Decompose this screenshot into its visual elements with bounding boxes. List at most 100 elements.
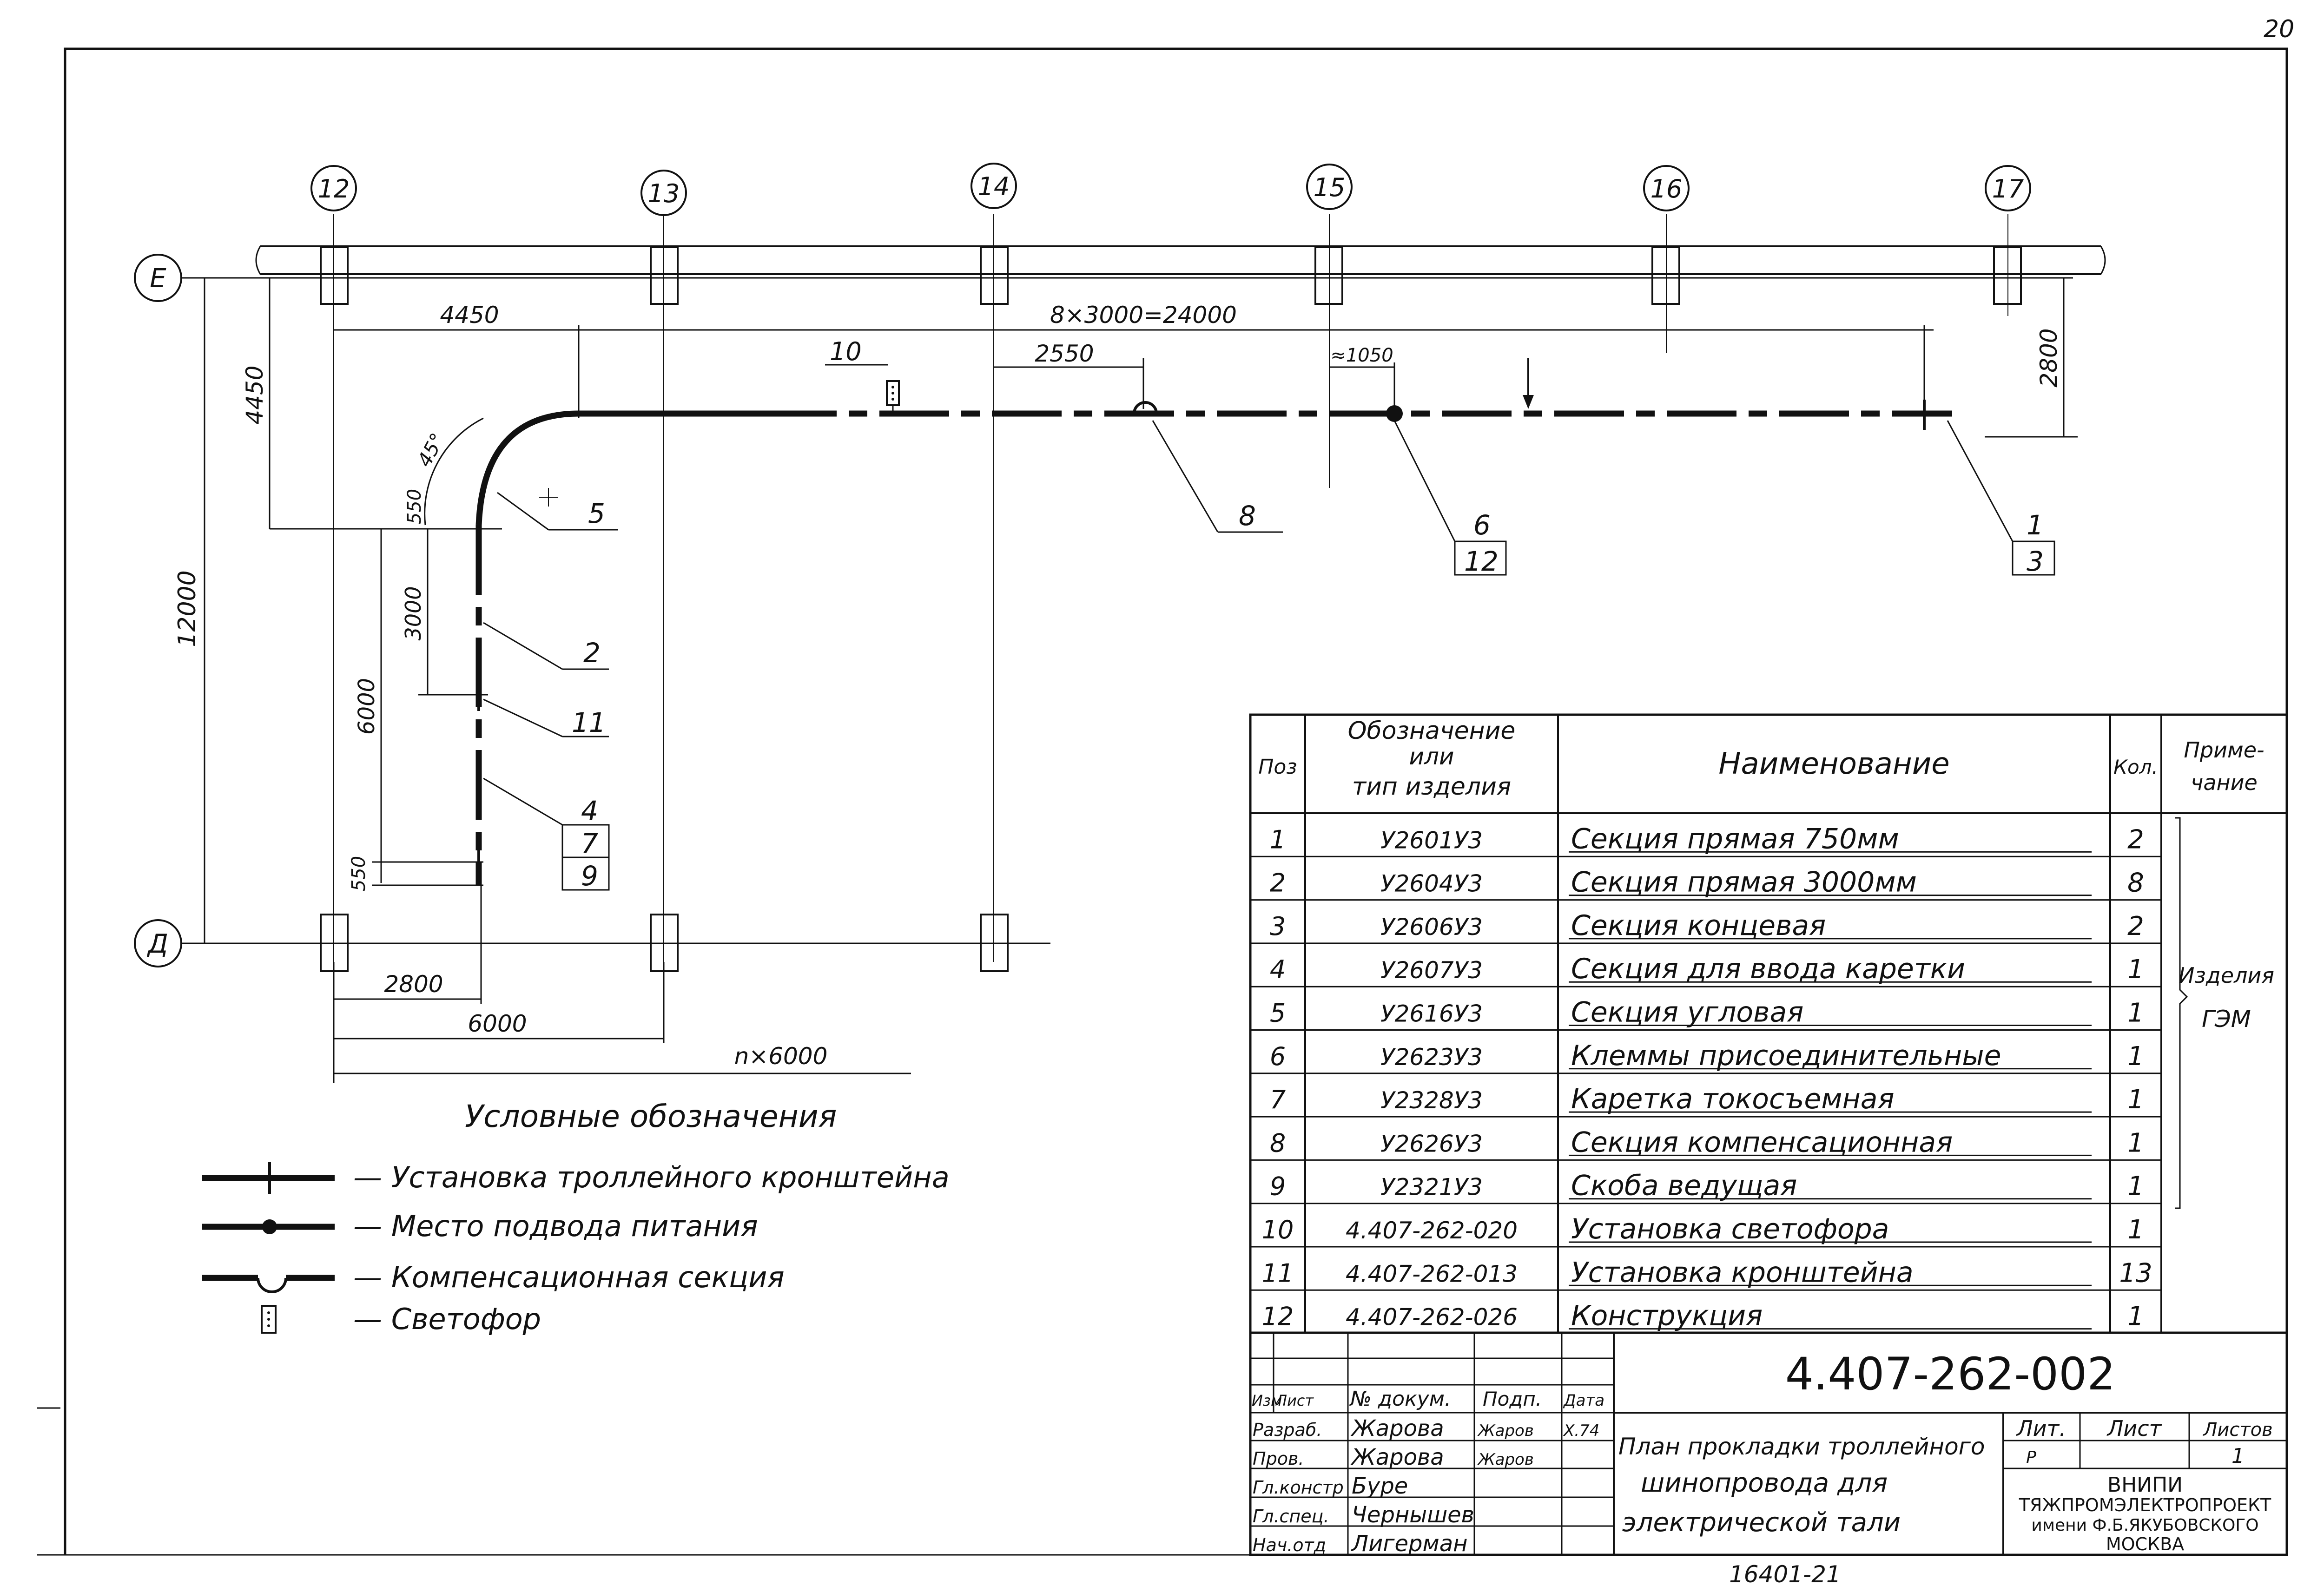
tb-org: ВНИПИ xyxy=(2107,1473,2183,1497)
spec-row-name: Секция прямая 750мм xyxy=(1571,823,1899,855)
spec-row-qty: 2 xyxy=(2127,911,2144,941)
dim-2800-h: 2800 xyxy=(384,971,443,998)
spec-row-code: У2328У3 xyxy=(1380,1087,1483,1114)
spec-row-code: У2607У3 xyxy=(1380,957,1483,984)
spec-header-designation: Обозначение xyxy=(1348,717,1516,745)
tb-role: Пров. xyxy=(1253,1448,1304,1469)
spec-row-qty: 13 xyxy=(2119,1258,2152,1288)
page-number: 20 xyxy=(2264,15,2294,43)
callout-9: 9 xyxy=(581,860,598,892)
legend-title: Условные обозначения xyxy=(465,1099,837,1134)
axis-bubble xyxy=(310,165,357,211)
spec-row-qty: 2 xyxy=(2127,824,2144,855)
dim-550-bot: 550 xyxy=(348,856,370,891)
spec-row-pos: 3 xyxy=(1270,912,1286,941)
spec-row-pos: 9 xyxy=(1270,1172,1286,1201)
axis-label: 14 xyxy=(978,172,1010,201)
spec-row-name: Конструкция xyxy=(1571,1300,1763,1332)
traffic-light-icon xyxy=(261,1305,277,1334)
legend: Условные обозначения — Установка троллей… xyxy=(202,1099,950,1336)
spec-row-qty: 1 xyxy=(2127,954,2144,985)
spec-row-name: Секция угловая xyxy=(1571,996,1803,1029)
tb-title: шинопровода для xyxy=(1641,1468,1888,1498)
tb-title: План прокладки троллейного xyxy=(1618,1433,1985,1460)
spec-row-qty: 1 xyxy=(2127,1302,2144,1332)
spec-row-pos: 2 xyxy=(1270,869,1286,898)
compensation-section-icon xyxy=(202,1275,335,1293)
tb-col-header: Дата xyxy=(1563,1391,1604,1410)
tb-name: Жарова xyxy=(1350,1415,1444,1441)
legend-item-text: — Светофор xyxy=(353,1302,541,1336)
spec-row-code: У2623У3 xyxy=(1380,1044,1483,1071)
legend-item-text: — Место подвода питания xyxy=(353,1209,758,1243)
spec-row-pos: 11 xyxy=(1262,1258,1294,1288)
callout-6: 6 xyxy=(1473,509,1491,541)
tb-name: Чернышев xyxy=(1352,1502,1474,1528)
tb-sheet-label: Лист xyxy=(2106,1416,2162,1441)
spec-row-name: Секция для ввода каретки xyxy=(1571,953,1965,985)
spec-header-designation: или xyxy=(1409,743,1454,770)
spec-row-name: Секция компенсационная xyxy=(1571,1126,1953,1158)
busway-route xyxy=(475,358,1952,885)
tb-role: Гл.спец. xyxy=(1253,1506,1329,1527)
tb-lit-value: Р xyxy=(2026,1448,2036,1467)
spec-row-name: Установка кронштейна xyxy=(1571,1256,1914,1289)
tb-name: Жарова xyxy=(1350,1444,1444,1470)
plan-view: 12 13 14 15 16 17 Е Д xyxy=(134,163,2106,1083)
callout-4: 4 xyxy=(581,795,598,827)
power-point-line-icon xyxy=(202,1219,335,1234)
callout-2: 2 xyxy=(583,637,601,669)
spec-row-qty: 1 xyxy=(2127,1128,2144,1158)
axis-bubble xyxy=(971,163,1017,209)
spec-row-qty: 1 xyxy=(2127,1041,2144,1072)
tb-sheets-label: Листов xyxy=(2202,1419,2272,1441)
axis-label: 12 xyxy=(318,174,350,204)
spec-row-pos: 10 xyxy=(1262,1215,1294,1244)
spec-row-name: Установка светофора xyxy=(1571,1213,1889,1245)
dim-12000: 12000 xyxy=(173,570,201,647)
callout-3: 3 xyxy=(2027,546,2044,577)
tb-signature: Жаров xyxy=(1477,1450,1534,1469)
spec-row-name: Секция концевая xyxy=(1571,909,1826,942)
spec-row-qty: 8 xyxy=(2127,868,2144,898)
callout-11: 11 xyxy=(572,707,606,738)
axis-label: 17 xyxy=(1992,174,2024,204)
dim-4450-h: 4450 xyxy=(440,302,499,329)
tb-date: X.74 xyxy=(1563,1421,1599,1440)
spec-row-pos: 8 xyxy=(1270,1128,1286,1158)
spec-row-pos: 12 xyxy=(1262,1302,1294,1331)
axis-bubble xyxy=(1306,164,1353,210)
spec-header-qty: Кол. xyxy=(2113,756,2158,778)
tb-org: ТЯЖПРОМЭЛЕКТРОПРОЕКТ xyxy=(2019,1495,2271,1515)
spec-row-name: Каретка токосъемная xyxy=(1571,1083,1895,1115)
callout-7: 7 xyxy=(581,828,598,859)
spec-row-pos: 5 xyxy=(1270,999,1286,1028)
spec-note: ГЭМ xyxy=(2202,1006,2251,1033)
spec-header-designation: тип изделия xyxy=(1352,773,1511,801)
spec-row-qty: 1 xyxy=(2127,998,2144,1028)
tb-col-header: Подп. xyxy=(1483,1388,1542,1410)
tb-name: Буре xyxy=(1352,1473,1408,1499)
bottom-number: 16401-21 xyxy=(1729,1561,1841,1586)
spec-row-code: У2616У3 xyxy=(1380,1000,1483,1027)
spec-row-pos: 7 xyxy=(1270,1085,1286,1114)
doc-code: 4.407-262-002 xyxy=(1785,1348,2116,1400)
spec-row-code: У2604У3 xyxy=(1380,870,1483,897)
spec-table: Поз Обозначение или тип изделия Наименов… xyxy=(1249,713,2288,1334)
tb-col-header: № докум. xyxy=(1349,1387,1451,1411)
tb-signature: Жаров xyxy=(1477,1421,1534,1440)
spec-row-qty: 1 xyxy=(2127,1215,2144,1245)
dim-3000: 3000 xyxy=(401,586,426,640)
callout-10: 10 xyxy=(830,337,862,366)
spec-row-qty: 1 xyxy=(2127,1085,2144,1115)
spec-row-pos: 4 xyxy=(1270,955,1286,984)
spec-row-pos: 6 xyxy=(1270,1042,1286,1071)
tb-col-header: Лист xyxy=(1275,1392,1314,1409)
dim-2550: 2550 xyxy=(1035,340,1094,367)
row-label: Д xyxy=(146,929,168,959)
tb-lit-label: Лит. xyxy=(2016,1416,2066,1441)
tb-role: Разраб. xyxy=(1253,1420,1322,1440)
spec-header-note: Приме- xyxy=(2184,737,2264,763)
tb-org: имени Ф.Б.ЯКУБОВСКОГО xyxy=(2031,1516,2258,1535)
spec-header-note: чание xyxy=(2191,770,2258,795)
